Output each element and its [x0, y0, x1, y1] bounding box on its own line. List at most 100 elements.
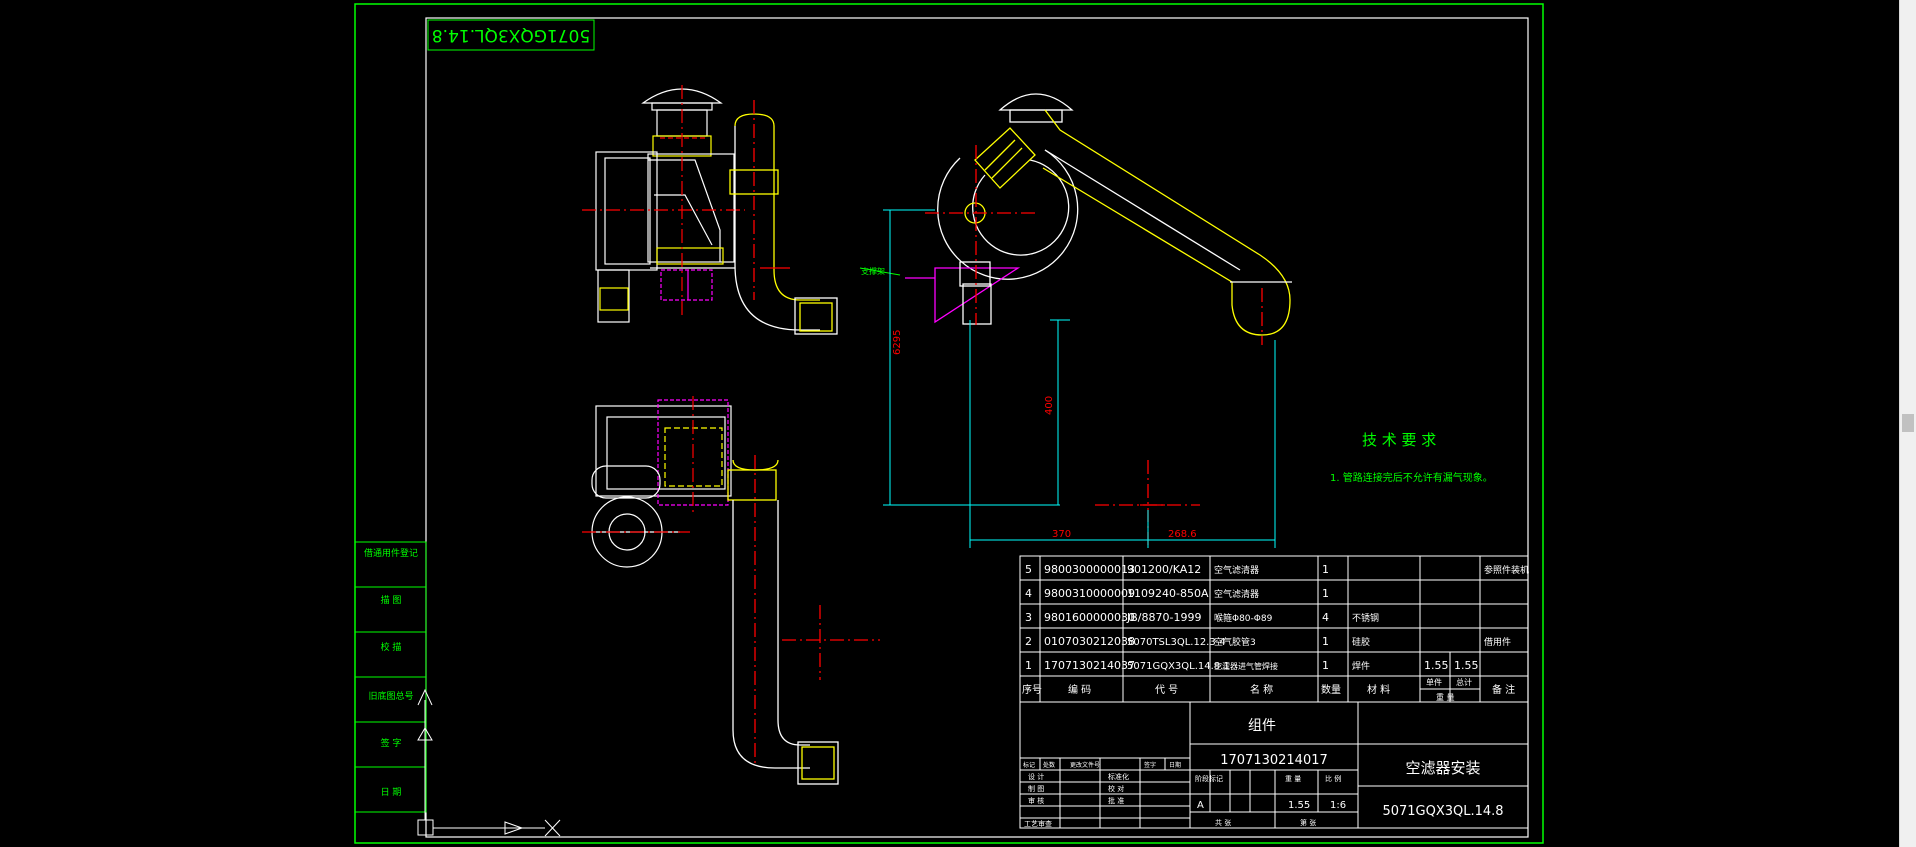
bom-header-remark: 备 注: [1492, 683, 1515, 696]
scrollbar-thumb[interactable]: [1902, 414, 1914, 432]
bom-row-2-qty: 1: [1322, 635, 1329, 648]
bom-row-3-name: 喉箍Φ80-Φ89: [1214, 612, 1273, 624]
flipped-drawing-number: 5071GQX3QL.14.8: [432, 25, 590, 45]
bom-row-5-remark: 参照件装机: [1484, 564, 1529, 576]
bom-row-3-qty: 4: [1322, 611, 1329, 624]
label-stage-mark: 阶段标记: [1195, 774, 1223, 783]
title-drawing-no: 5071GQX3QL.14.8: [1382, 804, 1503, 819]
label-scale: 比 例: [1325, 774, 1341, 783]
dim-2686: 268.6: [1168, 529, 1197, 540]
bom-row-2-remark: 借用件: [1484, 636, 1511, 648]
bom-header-unit: 单件: [1426, 677, 1442, 687]
bom-row-2-code: 0107030212038: [1044, 635, 1135, 648]
bom-row-3-code: 9801600000030: [1044, 611, 1135, 624]
filter-view-bottom: [582, 396, 732, 568]
hose-view-top: [729, 100, 838, 335]
bom-header-name: 名 称: [1250, 683, 1273, 696]
bom-row-1-qty: 1: [1322, 659, 1329, 672]
bom-row-3-material: 不锈钢: [1352, 612, 1379, 624]
title-block-grid: [1019, 701, 1529, 829]
bom-row-4-no: 4: [1025, 587, 1032, 600]
bom-row-5-name: 空气滤清器: [1214, 564, 1259, 576]
title-name: 空滤器安装: [1405, 759, 1480, 777]
label-weight: 重 量: [1285, 775, 1301, 783]
label-process: 工艺审查: [1024, 819, 1052, 828]
label-zone: 更改文件号: [1070, 761, 1100, 769]
label-sheet: 第 张: [1300, 818, 1316, 827]
label-approve: 批 准: [1108, 796, 1124, 805]
ucs-icon: [417, 688, 561, 837]
dim-400: 400: [1044, 396, 1055, 415]
callout-label: 支撑架: [861, 266, 885, 276]
bom-row-1-no: 1: [1025, 659, 1032, 672]
bom-header-material: 材 料: [1367, 683, 1390, 696]
label-total: 共 张: [1215, 818, 1231, 827]
title-weight: 1.55: [1288, 800, 1310, 811]
inner-frame: [425, 17, 1529, 838]
bom-row-4-code: 9800310000009: [1044, 587, 1135, 600]
dimension-lines: [883, 209, 1276, 548]
bom-row-1-total-weight: 1.55: [1454, 659, 1479, 672]
bom-row-2-ref: 5070TSL3QL.12.3-4: [1127, 637, 1226, 648]
label-date: 日期: [1169, 761, 1181, 769]
label-design: 设 计: [1028, 772, 1044, 781]
bom-row-3-no: 3: [1025, 611, 1032, 624]
bom-grid: [1019, 555, 1529, 703]
label-audit: 审 核: [1028, 796, 1044, 805]
left-stamp-column: [354, 541, 427, 813]
bom-row-4-ref: 1109240-850A: [1127, 587, 1209, 600]
bom-header-qty: 数量: [1321, 683, 1341, 696]
bom-row-1-code: 1707130214037: [1044, 659, 1135, 672]
bom-row-1-name: 空滤器进气管焊接: [1214, 661, 1278, 671]
bom-header-code: 编 码: [1068, 683, 1091, 696]
bom-row-3-ref: JB/8870-1999: [1126, 611, 1201, 624]
tech-req-note: 1. 管路连接完后不允许有漏气现象。: [1330, 471, 1493, 484]
bom-header-ref: 代 号: [1155, 684, 1178, 696]
bom-row-5-code: 9800300000013: [1044, 563, 1135, 576]
tech-req-title: 技 术 要 求: [1362, 431, 1436, 449]
bom-row-1-unit-weight: 1.55: [1424, 659, 1449, 672]
label-count: 处数: [1043, 761, 1055, 769]
bom-row-5-qty: 1: [1322, 563, 1329, 576]
dim-370: 370: [1052, 529, 1071, 540]
label-standard: 标准化: [1108, 772, 1129, 781]
callout-leader: [859, 267, 901, 276]
bom-row-5-ref: 901200/KA12: [1127, 563, 1201, 576]
title-code: 1707130214017: [1220, 753, 1328, 768]
vertical-scrollbar[interactable]: [1899, 0, 1916, 847]
label-proof: 校 对: [1108, 784, 1124, 793]
stamp-label-2: 校 描: [381, 641, 402, 653]
flipped-number-box: [427, 19, 595, 51]
bom-header-no: 序号: [1022, 683, 1042, 696]
hose-view-bottom: [727, 455, 880, 785]
title-stage: A: [1197, 800, 1204, 811]
bom-row-1-ref: 5071GQX3QL.14.8.1: [1127, 661, 1230, 672]
filter-view-top: [582, 85, 745, 323]
bom-row-2-name: 空气胶管3: [1214, 636, 1256, 648]
bom-row-4-name: 空气滤清器: [1214, 588, 1259, 600]
outer-frame: [354, 3, 1544, 844]
stamp-label-4: 签 字: [381, 737, 402, 749]
bom-row-2-no: 2: [1025, 635, 1032, 648]
title-scale: 1:6: [1330, 800, 1346, 811]
dim-6295: 6295: [892, 330, 903, 355]
bom-headers: 序号 编 码 代 号 名 称 数量 材 料 单件 总计 重 量 备 注: [1022, 677, 1515, 702]
bom-row-5-no: 5: [1025, 563, 1032, 576]
label-draw: 制 图: [1028, 784, 1044, 793]
bom-row-4-qty: 1: [1322, 587, 1329, 600]
bom-rows: 5 9800300000013 901200/KA12 空气滤清器 1 参照件装…: [1025, 563, 1529, 672]
side-view: [905, 93, 1292, 545]
label-mark: 标记: [1023, 761, 1035, 769]
title-assembly: 组件: [1248, 718, 1276, 734]
bom-header-total: 总计: [1456, 677, 1472, 687]
stamp-label-1: 描 图: [381, 594, 402, 606]
bom-row-1-material: 焊件: [1352, 660, 1370, 672]
stamp-label-5: 日 期: [381, 787, 402, 798]
bom-header-weight: 重 量: [1436, 692, 1455, 702]
title-block-text: 组件 1707130214017 空滤器安装 5071GQX3QL.14.8 A…: [1023, 718, 1504, 828]
label-signature: 签字: [1144, 761, 1156, 769]
stamp-label-0: 借通用件登记: [364, 547, 418, 559]
stamp-label-3: 旧底图总号: [368, 690, 413, 702]
